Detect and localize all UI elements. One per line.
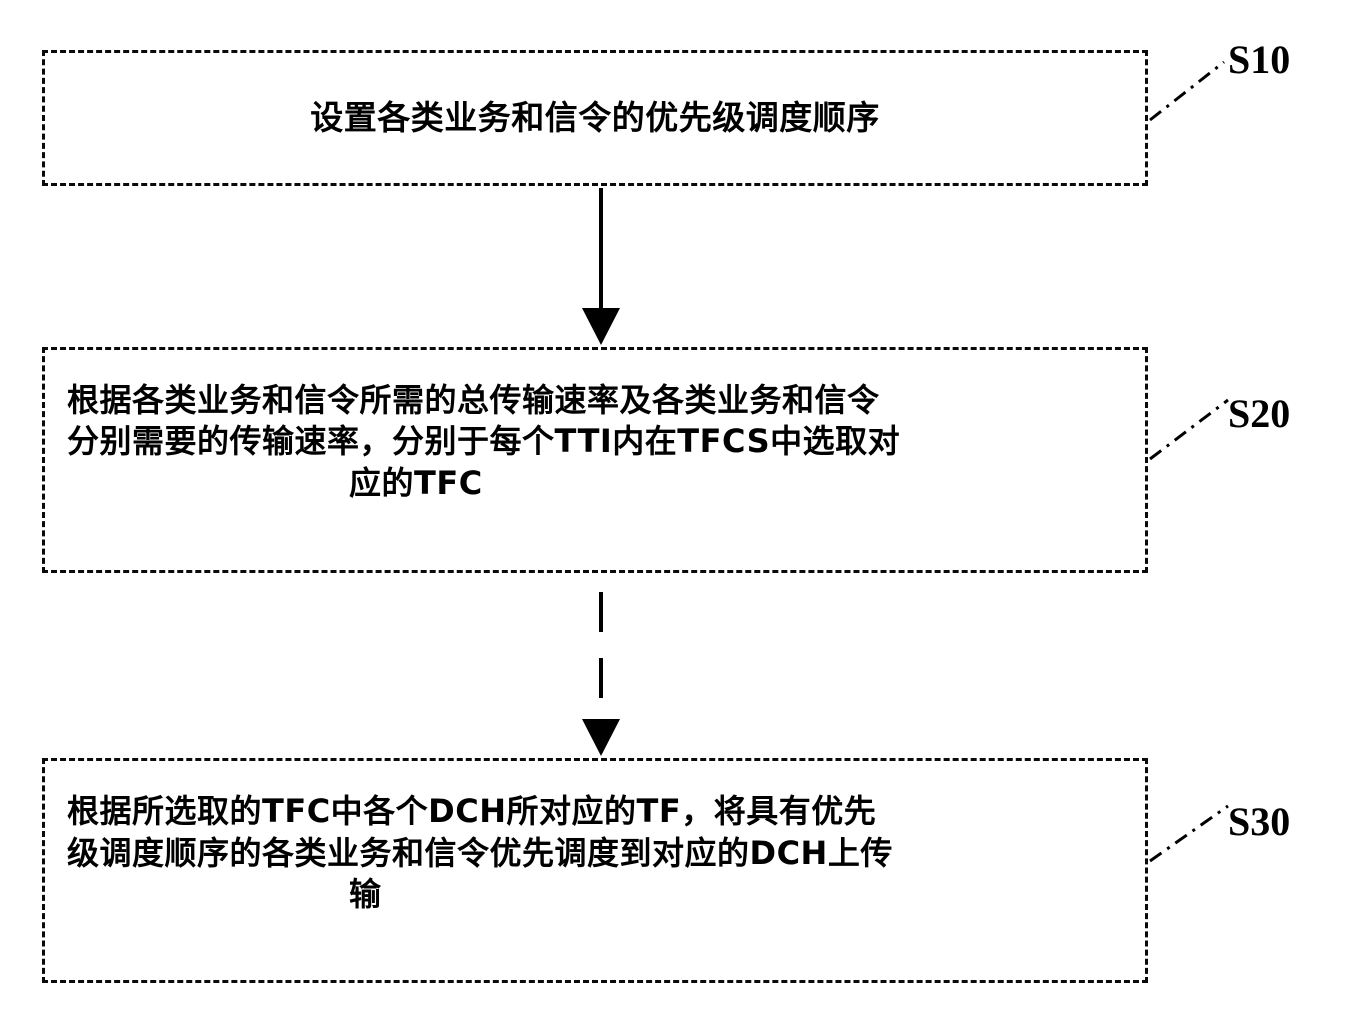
process-box-s30-text: 根据所选取的TFC中各个DCH所对应的TF，将具有优先 级调度顺序的各类业务和信…	[45, 792, 1145, 916]
process-box-s20-text-wrap: 根据各类业务和信令所需的总传输速率及各类业务和信令 分别需要的传输速率，分别于每…	[67, 380, 1119, 505]
process-box-s10-line-1: 设置各类业务和信令的优先级调度顺序	[310, 97, 880, 137]
leader-line-s30	[1149, 804, 1229, 863]
process-box-s20-line-1: 根据各类业务和信令所需的总传输速率及各类业务和信令	[67, 380, 880, 419]
step-label-s10: S10	[1228, 37, 1291, 82]
process-box-s10-text: 设置各类业务和信令的优先级调度顺序	[45, 97, 1145, 140]
process-box-s30-line-1: 根据所选取的TFC中各个DCH所对应的TF，将具有优先	[67, 792, 877, 831]
step-label-s20: S20	[1228, 391, 1291, 436]
process-box-s20-text: 根据各类业务和信令所需的总传输速率及各类业务和信令 分别需要的传输速率，分别于每…	[45, 381, 1145, 505]
process-box-s20-line-2: 分别需要的传输速率，分别于每个TTI内在TFCS中选取对	[67, 422, 901, 461]
leader-line-s10	[1149, 60, 1225, 122]
process-box-s20[interactable]: 根据各类业务和信令所需的总传输速率及各类业务和信令 分别需要的传输速率，分别于每…	[42, 347, 1148, 573]
process-box-s10[interactable]: 设置各类业务和信令的优先级调度顺序	[42, 50, 1148, 186]
step-label-s30: S30	[1228, 799, 1291, 844]
leader-line-s20	[1149, 398, 1229, 461]
process-box-s30-line-2: 级调度顺序的各类业务和信令优先调度到对应的DCH上传	[67, 833, 893, 872]
arrow-s20-to-s30	[582, 592, 620, 756]
process-box-s30-line-3: 输	[349, 875, 382, 914]
process-box-s30[interactable]: 根据所选取的TFC中各个DCH所对应的TF，将具有优先 级调度顺序的各类业务和信…	[42, 758, 1148, 983]
process-box-s30-text-wrap: 根据所选取的TFC中各个DCH所对应的TF，将具有优先 级调度顺序的各类业务和信…	[67, 791, 1119, 916]
process-box-s20-line-3: 应的TFC	[349, 463, 483, 502]
arrow-s10-to-s20	[582, 188, 620, 345]
